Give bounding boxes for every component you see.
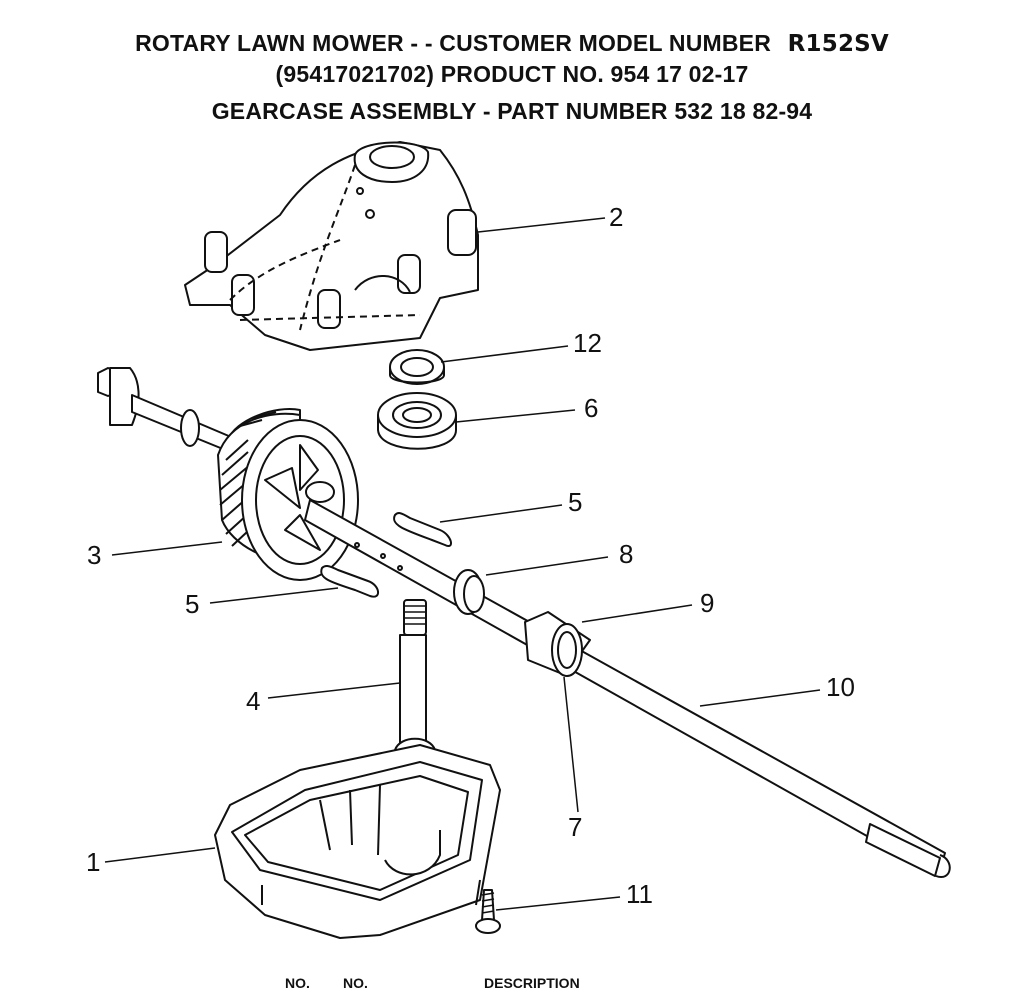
leader-line-6 <box>455 409 576 423</box>
leader-line-11 <box>495 896 621 911</box>
small-bearing-part <box>389 349 445 385</box>
thrust-washer-part <box>453 569 485 615</box>
axle-bushing-part <box>524 611 591 677</box>
callout-3: 3 <box>87 540 101 570</box>
leader-line-8 <box>485 556 609 576</box>
title-prefix: ROTARY LAWN MOWER - - CUSTOMER MODEL NUM… <box>135 30 772 56</box>
leader-line-1 <box>104 847 216 863</box>
table-header-no-1: NO. <box>285 975 310 991</box>
leader-line-7 <box>563 676 579 813</box>
page-title: ROTARY LAWN MOWER - - CUSTOMER MODEL NUM… <box>0 30 1024 57</box>
worm-gear-part <box>97 367 359 581</box>
leader-line-5-upper <box>439 504 563 523</box>
callout-8: 8 <box>619 539 633 569</box>
leader-line-2 <box>477 217 606 233</box>
callout-6: 6 <box>584 393 598 423</box>
callout-5-upper: 5 <box>568 487 582 517</box>
callout-4: 4 <box>246 686 260 716</box>
leader-line-12 <box>440 345 569 363</box>
callout-1: 1 <box>86 847 100 877</box>
screw-part <box>475 889 501 934</box>
model-number: R152SV <box>787 31 889 57</box>
callout-7: 7 <box>568 812 582 842</box>
callout-2: 2 <box>609 202 623 232</box>
leader-line-10 <box>699 689 821 707</box>
callout-9: 9 <box>700 588 714 618</box>
leader-line-4 <box>267 682 401 699</box>
leader-line-5-lower <box>209 587 339 604</box>
key-upper-part <box>393 512 452 547</box>
gearcase-cover-part <box>184 141 479 351</box>
callout-12: 12 <box>573 328 602 358</box>
callout-5-lower: 5 <box>185 589 199 619</box>
leader-line-3 <box>111 541 223 556</box>
product-number: (95417021702) PRODUCT NO. 954 17 02-17 <box>275 61 749 87</box>
key-lower-part <box>320 564 379 598</box>
table-header-no-2: NO. <box>343 975 368 991</box>
large-bearing-part <box>377 392 457 450</box>
gearcase-housing-part <box>214 744 501 939</box>
leader-line-9 <box>581 604 693 623</box>
table-header-description: DESCRIPTION <box>484 975 580 991</box>
callout-10: 10 <box>826 672 855 702</box>
assembly-title: GEARCASE ASSEMBLY - PART NUMBER 532 18 8… <box>211 98 813 124</box>
callout-11: 11 <box>626 879 653 909</box>
